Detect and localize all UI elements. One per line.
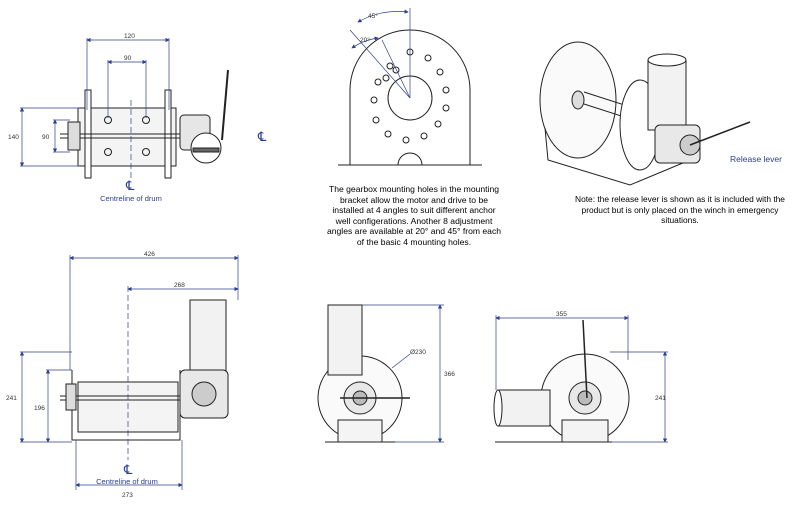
- front-view-drawing: [60, 299, 229, 441]
- dim-90-left: 90: [42, 134, 50, 141]
- angle-20: 20°: [360, 36, 370, 44]
- gearbox-note: The gearbox mounting holes in the mounti…: [326, 184, 502, 247]
- rear-view-drawing: [493, 319, 630, 443]
- front-view-dimensions: [19, 255, 239, 490]
- side-view-dimensions: [362, 304, 444, 443]
- angle-dimensions: [349, 8, 411, 99]
- rear-view-dimensions: [495, 315, 668, 443]
- dim-diameter-230: Ø230: [410, 349, 426, 356]
- dim-426: 426: [144, 251, 155, 258]
- release-lever-label: Release lever: [730, 154, 782, 164]
- dim-366: 366: [444, 371, 455, 378]
- top-view-drawing: [60, 69, 229, 179]
- dim-241-left: 241: [6, 395, 17, 402]
- dim-120: 120: [124, 33, 135, 40]
- dim-196: 196: [34, 405, 45, 412]
- dim-268: 268: [174, 282, 185, 289]
- cl-symbol-right: ℄: [257, 129, 267, 144]
- dim-90-top: 90: [124, 55, 132, 62]
- centreline-label-top: Centreline of drum: [100, 194, 162, 203]
- cl-symbol-bottom: ℄: [123, 462, 133, 477]
- top-view-dimensions: [19, 37, 170, 180]
- dim-140: 140: [8, 134, 19, 141]
- dim-241-right: 241: [655, 395, 666, 402]
- side-view-drawing: [317, 304, 410, 443]
- dim-355: 355: [556, 311, 567, 318]
- isometric-view: [539, 41, 751, 186]
- angle-45: 45°: [368, 12, 378, 20]
- release-lever-note: Note: the release lever is shown as it i…: [575, 194, 785, 226]
- centreline-label-bottom: Centreline of drum: [96, 477, 158, 486]
- dim-273: 273: [122, 492, 133, 499]
- cl-symbol-top: ℄: [125, 178, 135, 193]
